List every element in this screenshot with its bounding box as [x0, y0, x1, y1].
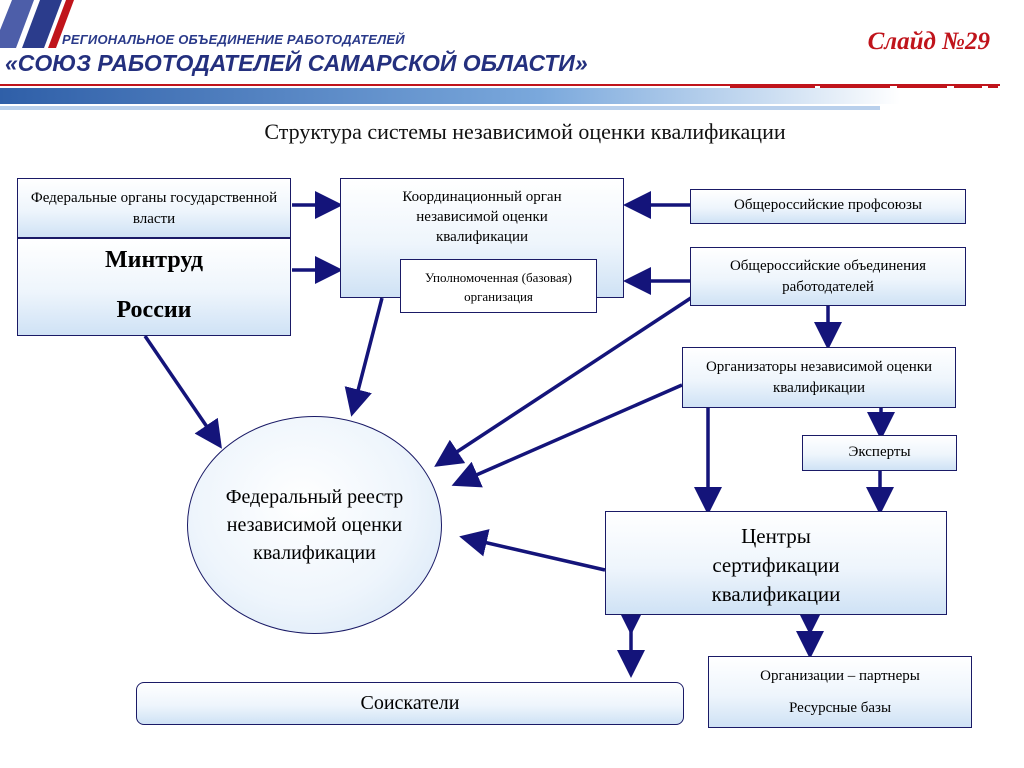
employer-associations-label: Общероссийские объединения работодателей: [729, 258, 927, 295]
experts-label: Эксперты: [848, 444, 911, 460]
mintrud-line2: России: [116, 297, 192, 323]
page-title: Структура системы независимой оценки ква…: [264, 119, 786, 144]
partners-line1: Организации – партнеры: [760, 668, 920, 684]
mintrud-box: Минтруд России: [17, 238, 291, 336]
federal-bodies-label: Федеральные органы государственной власт…: [30, 190, 278, 227]
federal-registry-ellipse: Федеральный реестр независимой оценки кв…: [187, 416, 442, 634]
authorized-org-label: Уполномоченная (базовая) организация: [425, 270, 572, 304]
partners-box: Организации – партнеры Ресурсные базы: [708, 656, 972, 728]
employer-associations-box: Общероссийские объединения работодателей: [690, 247, 966, 306]
mintrud-line1: Минтруд: [104, 247, 204, 273]
federal-registry-label: Федеральный реестр независимой оценки кв…: [225, 486, 404, 564]
partners-line2: Ресурсные базы: [788, 700, 892, 716]
org-subtitle: РЕГИОНАЛЬНОЕ ОБЪЕДИНЕНИЕ РАБОТОДАТЕЛЕЙ: [62, 32, 405, 47]
organizers-label: Организаторы независимой оценки квалифик…: [705, 359, 933, 396]
coordination-body-label: Координационный орган независимой оценки…: [402, 189, 562, 245]
applicants-label: Соискатели: [360, 692, 460, 714]
applicants-box: Соискатели: [136, 682, 684, 725]
certification-centers-label: Центры сертификации квалификации: [711, 524, 841, 606]
header: РЕГИОНАЛЬНОЕ ОБЪЕДИНЕНИЕ РАБОТОДАТЕЛЕЙ «…: [0, 0, 1024, 115]
organizers-box: Организаторы независимой оценки квалифик…: [682, 347, 956, 408]
experts-box: Эксперты: [802, 435, 957, 471]
trade-unions-label: Общероссийские профсоюзы: [734, 197, 922, 213]
trade-unions-box: Общероссийские профсоюзы: [690, 189, 966, 224]
certification-centers-box: Центры сертификации квалификации: [605, 511, 947, 615]
authorized-org-box: Уполномоченная (базовая) организация: [400, 259, 597, 313]
slide-number: Слайд №29: [867, 28, 990, 55]
org-name: «СОЮЗ РАБОТОДАТЕЛЕЙ САМАРСКОЙ ОБЛАСТИ»: [5, 50, 588, 76]
logo-emblem: [0, 0, 1000, 110]
federal-bodies-box: Федеральные органы государственной власт…: [17, 178, 291, 238]
